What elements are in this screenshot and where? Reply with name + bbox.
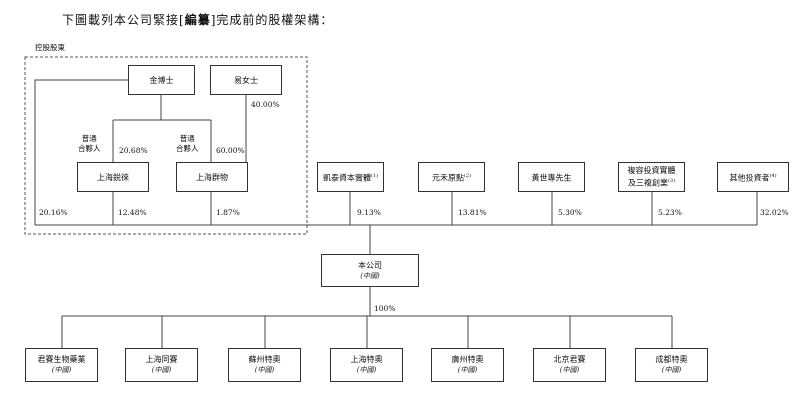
percent-ruiyao: 12.48% xyxy=(118,208,147,217)
company-jurisdiction: (中國) xyxy=(360,271,380,280)
subsidiary-jurisdiction: (中國) xyxy=(254,366,275,374)
subsidiary-jurisdiction: (中國) xyxy=(151,366,172,374)
shareholder-dr-jin-label: 金博士 xyxy=(149,75,174,85)
percent-furong: 5.23% xyxy=(658,208,682,217)
subsidiary-suzhou-teao: 蘇州特奧 (中國) xyxy=(228,348,301,382)
partnership-shanghai-qunwu-label: 上海群物 xyxy=(196,172,228,182)
subsidiary-jurisdiction: (中國) xyxy=(51,366,72,374)
investor-others-label: 其他投資者(4) xyxy=(729,172,777,183)
controlling-group-boundary xyxy=(24,56,308,235)
investor-huang: 黃世專先生 xyxy=(518,162,585,192)
percent-company-subs: 100% xyxy=(374,304,396,313)
controlling-shareholders-label: 控股股東 xyxy=(35,43,65,52)
subsidiary-jurisdiction: (中國) xyxy=(559,366,580,374)
percent-jin-qunwu: 60.00% xyxy=(216,146,245,155)
subsidiary-jurisdiction: (中國) xyxy=(356,366,377,374)
subsidiary-beijing-junsai: 北京君賽 (中國) xyxy=(533,348,606,382)
partnership-shanghai-ruiyao: 上海鋭徠 xyxy=(77,162,149,192)
subsidiary-guangzhou-teao: 廣州特奧 (中國) xyxy=(431,348,504,382)
percent-others: 32.02% xyxy=(760,208,789,217)
percent-kaitai: 9.13% xyxy=(357,208,381,217)
diagram-heading: 下圖載列本公司緊接[編纂]完成前的股權架構： xyxy=(62,13,334,27)
subsidiary-name: 上海特奧 xyxy=(350,355,383,364)
subsidiary-shanghai-teao: 上海特奧 (中國) xyxy=(330,348,403,382)
subsidiary-junsai-bio: 君賽生物藥業 (中國) xyxy=(25,348,98,382)
percent-jin-ruiyao: 20.68% xyxy=(119,146,148,155)
subsidiary-name: 上海同賽 xyxy=(145,355,178,364)
investor-huang-label: 黃世專先生 xyxy=(531,173,572,183)
redacted-term: 編纂 xyxy=(184,13,211,27)
subsidiary-name: 成都特奧 xyxy=(655,355,688,364)
percent-jin-direct: 20.16% xyxy=(39,208,68,217)
percent-yi-qunwu: 40.00% xyxy=(251,100,280,109)
company-box: 本公司 (中國) xyxy=(321,254,419,287)
percent-qunwu: 1.87% xyxy=(216,208,240,217)
shareholder-dr-jin: 金博士 xyxy=(128,65,195,95)
partnership-shanghai-qunwu: 上海群物 xyxy=(176,162,248,192)
percent-huang: 5.30% xyxy=(558,208,582,217)
gp-label-qunwu: 普通 合夥人 xyxy=(176,134,199,153)
subsidiary-name: 君賽生物藥業 xyxy=(37,355,86,364)
percent-yuanhe: 13.81% xyxy=(458,208,487,217)
subsidiary-jurisdiction: (中國) xyxy=(661,366,682,374)
subsidiary-name: 北京君賽 xyxy=(553,355,586,364)
shareholder-ms-yi: 易女士 xyxy=(210,65,282,95)
gp-label-ruiyao: 普通 合夥人 xyxy=(78,134,101,153)
investor-others: 其他投資者(4) xyxy=(717,162,789,192)
shareholder-ms-yi-label: 易女士 xyxy=(234,75,258,85)
subsidiary-chengdu-teao: 成都特奧 (中國) xyxy=(635,348,708,382)
company-name: 本公司 xyxy=(358,260,382,270)
investor-furong: 複容投資實體 及三複創業(3) xyxy=(618,162,685,192)
subsidiary-shanghai-tongsai: 上海同賽 (中國) xyxy=(125,348,198,382)
investor-yuanhe: 元禾原點(2) xyxy=(418,162,485,192)
partnership-shanghai-ruiyao-label: 上海鋭徠 xyxy=(97,172,129,182)
investor-furong-label: 複容投資實體 及三複創業(3) xyxy=(627,166,676,188)
investor-yuanhe-label: 元禾原點(2) xyxy=(431,172,472,183)
subsidiary-jurisdiction: (中國) xyxy=(457,366,478,374)
subsidiary-name: 廣州特奧 xyxy=(451,355,484,364)
investor-kaitai-label: 凱泰資本實體(1) xyxy=(322,172,379,183)
subsidiary-name: 蘇州特奧 xyxy=(248,355,281,364)
investor-kaitai: 凱泰資本實體(1) xyxy=(317,162,384,192)
